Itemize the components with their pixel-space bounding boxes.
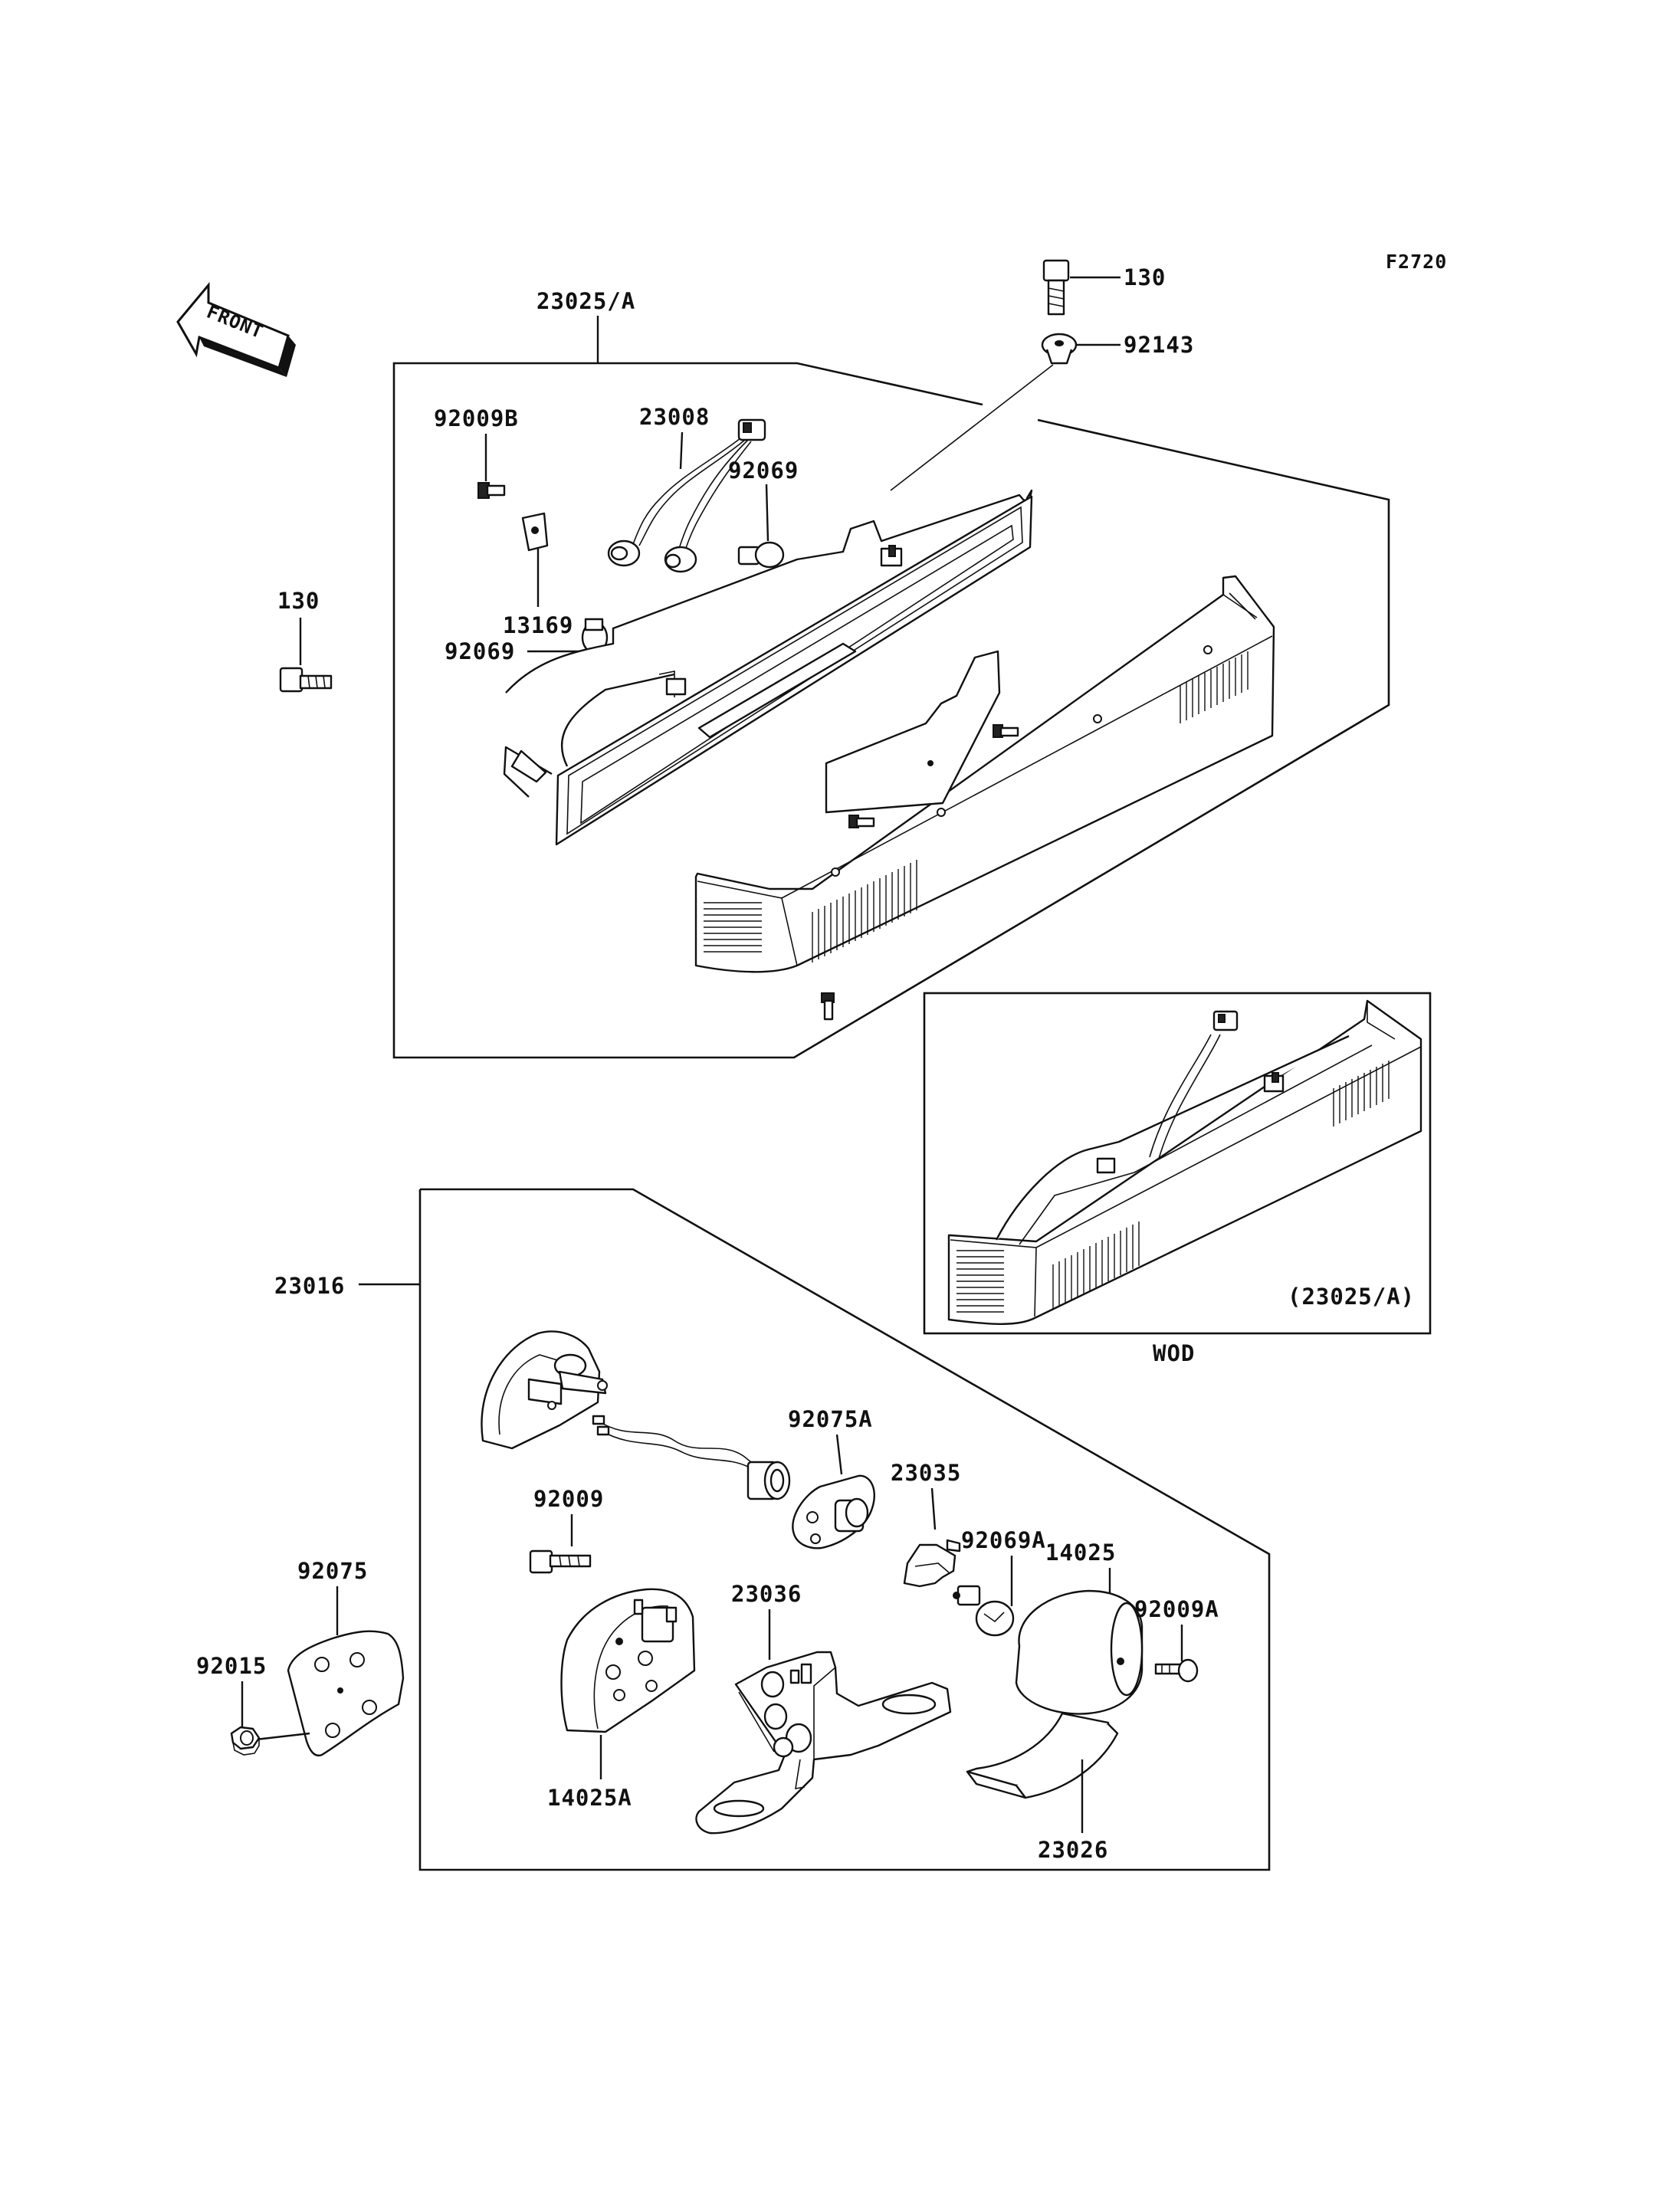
callout-130-left: 130	[277, 588, 320, 614]
variant-ref: (23025/A)	[1288, 1284, 1415, 1310]
callout-130-top: 130	[1124, 264, 1166, 290]
bulb-92069-left	[581, 618, 609, 654]
lens-screw-3	[821, 992, 835, 1021]
grommet-92143	[1041, 333, 1078, 365]
callout-92075a: 92075A	[788, 1406, 873, 1432]
lens-14025	[1015, 1589, 1144, 1715]
callout-23016: 23016	[274, 1273, 345, 1299]
bulb-92069-top	[737, 541, 785, 569]
figure-code: F2720	[1386, 251, 1447, 273]
gasket-92075a	[792, 1474, 876, 1549]
bolt-130-left	[279, 667, 333, 693]
taillight-lens	[694, 575, 1275, 973]
harness-23008	[607, 418, 766, 573]
callout-92143: 92143	[1124, 332, 1194, 358]
nut-92015	[230, 1726, 261, 1756]
cover-14025a	[560, 1588, 696, 1733]
screw-92009b	[477, 482, 506, 499]
callout-23026: 23026	[1038, 1837, 1108, 1863]
plate-92075	[287, 1630, 405, 1757]
callout-23036: 23036	[731, 1581, 802, 1607]
callout-92069-left: 92069	[445, 638, 515, 664]
callout-92015: 92015	[196, 1653, 267, 1679]
callout-92075: 92075	[297, 1558, 368, 1584]
top-assembly-frame	[392, 362, 1390, 1059]
variant-caption: WOD	[1153, 1340, 1195, 1366]
bottom-assembly-frame	[418, 1188, 1271, 1871]
callout-23035: 23035	[891, 1460, 961, 1486]
callout-92009: 92009	[533, 1486, 604, 1512]
license-light-cover	[481, 1330, 608, 1450]
callout-92069-top: 92069	[728, 457, 799, 484]
variant-box-wod	[923, 992, 1432, 1335]
taillight-housing	[503, 489, 1033, 846]
strap-23026	[966, 1712, 1119, 1799]
bulb-socket	[746, 1461, 791, 1500]
lens-bracket	[825, 650, 1001, 814]
callout-23025a: 23025/A	[536, 288, 635, 314]
plate-13169	[521, 512, 549, 552]
callout-13169: 13169	[503, 612, 573, 638]
front-arrow-icon: FRONT	[176, 281, 296, 377]
variant-taillight	[947, 999, 1422, 1325]
bulb-92069a	[953, 1585, 1015, 1637]
callout-14025a: 14025A	[547, 1785, 632, 1811]
screw-92009a	[1154, 1658, 1199, 1683]
callout-23008: 23008	[639, 404, 710, 430]
light-wire	[592, 1415, 760, 1469]
bracket-23036	[695, 1651, 952, 1835]
lens-screw-2	[848, 815, 875, 828]
screw-92009	[529, 1549, 592, 1574]
socket-23035	[903, 1539, 961, 1588]
callout-92009b: 92009B	[434, 405, 519, 431]
callout-92069a: 92069A	[961, 1527, 1046, 1553]
callout-14025: 14025	[1045, 1540, 1116, 1566]
lens-screw-1	[993, 724, 1019, 738]
bolt-130-top	[1042, 259, 1070, 316]
callout-92009a: 92009A	[1134, 1596, 1219, 1622]
